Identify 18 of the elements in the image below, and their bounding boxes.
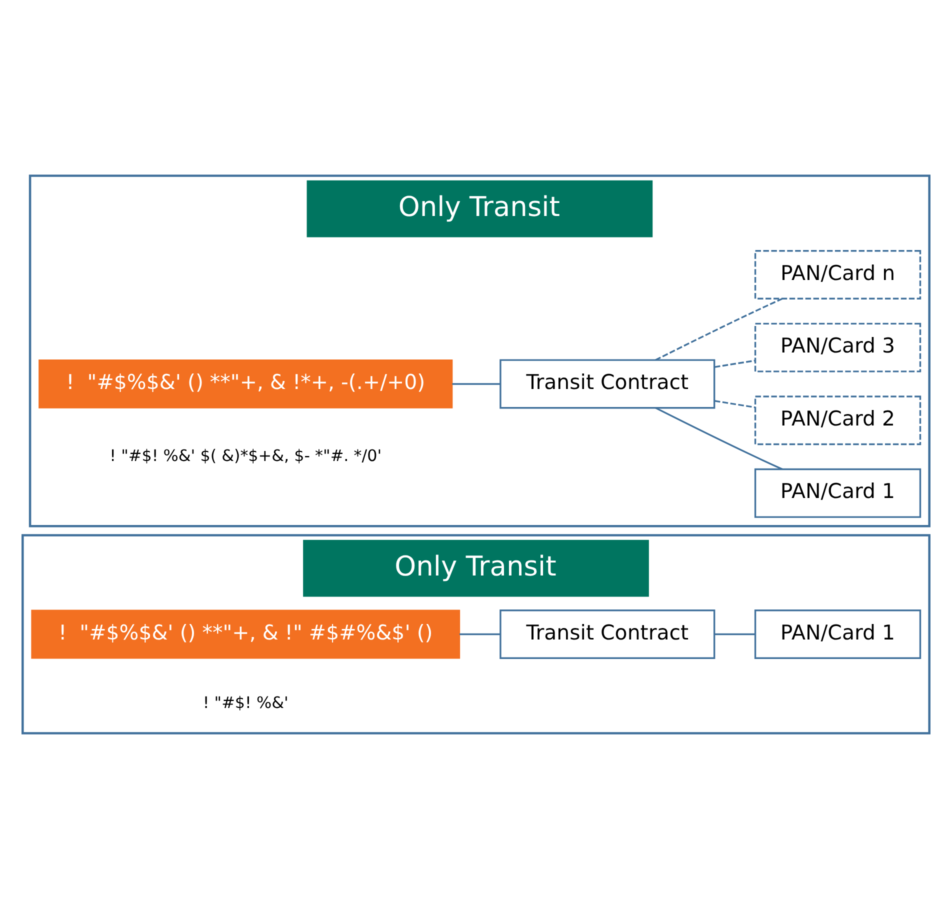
- node-box: PAN/Card 2: [754, 396, 921, 446]
- connector: [654, 407, 782, 470]
- node-box: PAN/Card 3: [754, 322, 921, 372]
- connector: [654, 298, 782, 361]
- node-box: ! "#$%$&' () **"+, & !" #$#%&$' (): [30, 610, 460, 659]
- node-box: PAN/Card 1: [754, 610, 921, 659]
- node-box: Transit Contract: [499, 610, 715, 659]
- label: ! "#$! %&' $( &)*$+&, $- *"#. */0': [109, 446, 382, 465]
- node-box: ! "#$%$&' () **"+, & !*+, -(.+/+0): [38, 360, 452, 408]
- node-box: PAN/Card 1: [754, 468, 921, 518]
- connector: [714, 400, 755, 408]
- node-box: Transit Contract: [499, 359, 715, 409]
- connector: [714, 633, 755, 636]
- node-box: PAN/Card n: [754, 250, 921, 300]
- connector: [714, 360, 755, 368]
- label: ! "#$! %&': [202, 692, 288, 712]
- connector: [459, 633, 500, 636]
- connector: [452, 383, 500, 385]
